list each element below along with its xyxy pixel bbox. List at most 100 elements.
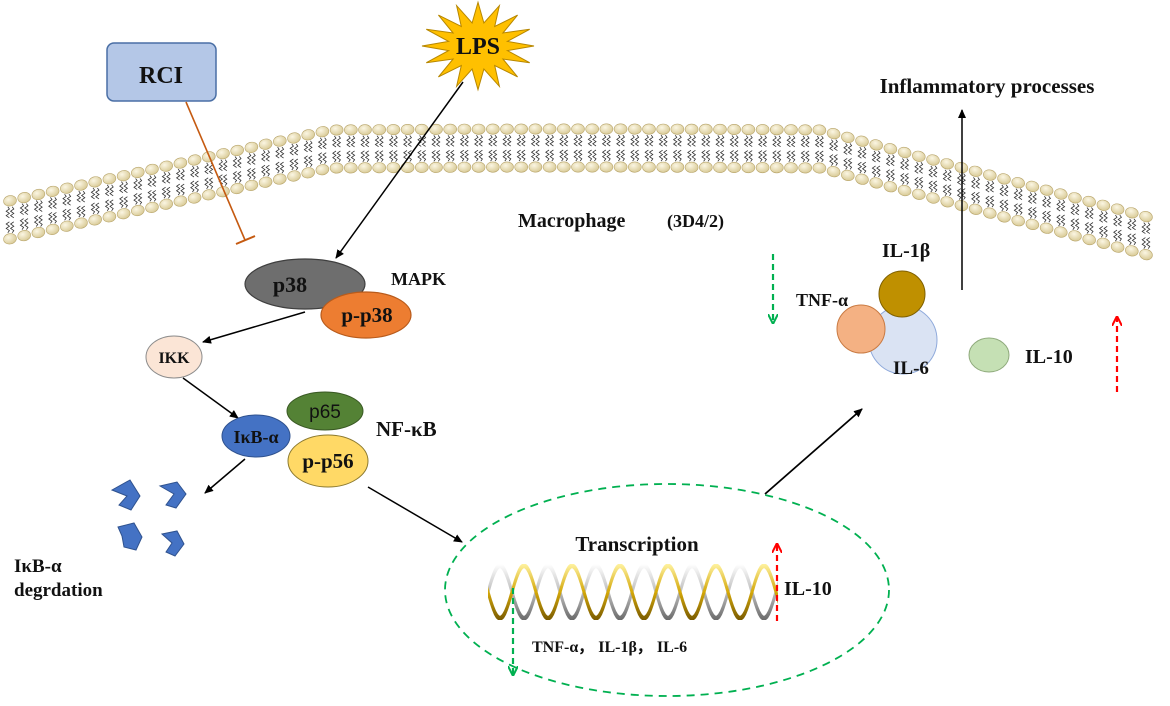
lipid-head <box>514 123 529 135</box>
lipid-tail <box>445 149 451 162</box>
lipid-tail <box>1098 225 1104 238</box>
lipid-tail <box>999 184 1005 197</box>
lipid-tail <box>293 158 299 171</box>
lipid-tail <box>317 137 323 150</box>
lipid-head <box>940 196 954 208</box>
lipid-tail <box>691 135 697 147</box>
lipid-tail <box>687 135 692 147</box>
lipid-head <box>642 123 656 135</box>
lipid-tail <box>833 139 839 151</box>
lipid-head <box>784 162 798 174</box>
lipid-tail <box>1074 203 1080 216</box>
lipid-head <box>926 192 940 204</box>
lipid-tail <box>123 181 129 194</box>
lipid-tail <box>1018 188 1023 201</box>
lipid-tail <box>1113 214 1118 227</box>
lipid-tail <box>762 135 768 147</box>
lipid-tail <box>38 200 43 212</box>
lipid-tail <box>48 212 53 224</box>
lipid-tail <box>885 154 891 167</box>
lipid-tail <box>478 134 484 147</box>
lipid-tail <box>364 150 370 163</box>
lipid-head <box>571 123 585 135</box>
inflammatory-processes-label: Inflammatory processes <box>880 74 1095 98</box>
lipid-head <box>443 123 457 135</box>
lipid-tail <box>715 135 721 147</box>
lipid-head <box>1125 207 1139 219</box>
lipid-tail <box>9 221 15 234</box>
lipid-head <box>102 173 117 185</box>
lipid-tail <box>66 193 72 206</box>
lipid-head <box>17 192 31 204</box>
lipid-tail <box>900 173 905 185</box>
lipid-head <box>897 184 912 197</box>
lipid-head <box>784 124 798 136</box>
lipid-tail <box>445 135 451 147</box>
lipid-head <box>31 226 46 239</box>
lipid-tail <box>829 139 834 151</box>
lipid-tail <box>133 193 138 205</box>
lipid-tail <box>119 196 124 208</box>
lipid-tail <box>658 149 664 162</box>
ikk-label: IKK <box>158 350 190 367</box>
lipid-tail <box>890 169 895 181</box>
lipid-tail <box>843 143 848 155</box>
lipid-head <box>287 170 301 182</box>
lipid-tail <box>237 156 242 168</box>
il6-label: IL-6 <box>893 358 929 379</box>
lps-label: LPS <box>456 34 500 60</box>
lipid-head <box>599 161 614 173</box>
lipid-head <box>755 124 770 136</box>
lipid-head <box>841 169 855 181</box>
il1b-node <box>878 270 926 318</box>
lipid-tail <box>914 176 919 189</box>
lipid-tail <box>530 149 536 162</box>
lipid-head <box>1110 241 1125 253</box>
lipid-head <box>755 162 770 174</box>
lipid-tail <box>379 135 384 148</box>
lipid-head <box>60 220 74 232</box>
ikk-node <box>145 335 203 379</box>
lipid-tail <box>857 146 863 159</box>
lipid-head <box>571 161 585 173</box>
lipid-head <box>1039 222 1054 234</box>
lipid-tail <box>620 149 626 162</box>
lipid-tail <box>985 180 990 193</box>
lipid-tail <box>5 206 11 219</box>
lipid-tail <box>819 150 824 163</box>
lipid-tail <box>932 165 938 178</box>
lipid-tail <box>275 146 280 159</box>
lipid-tail <box>918 162 924 174</box>
lipid-head <box>556 123 571 135</box>
lipid-tail <box>431 150 437 162</box>
lipid-head <box>486 161 500 173</box>
p65-label: p65 <box>309 402 341 423</box>
lipid-tail <box>360 150 366 163</box>
lipid-tail <box>1046 210 1052 223</box>
lipid-tail <box>95 202 100 215</box>
lipid-tail <box>861 146 867 159</box>
lipid-head <box>273 135 287 147</box>
lipid-head <box>386 162 401 174</box>
lipid-head <box>656 161 670 173</box>
lipid-head <box>968 165 983 177</box>
lipid-tail <box>814 150 820 163</box>
lipid-head <box>1125 245 1139 257</box>
lipid-head <box>386 124 401 136</box>
lipid-head <box>116 170 131 182</box>
ikba-node <box>221 414 291 458</box>
lipid-tail <box>885 169 891 181</box>
lipid-tail <box>474 149 479 162</box>
lipid-tail <box>705 135 711 147</box>
lipid-tail <box>403 135 408 147</box>
lipid-tail <box>279 146 285 159</box>
nfkb-to-nucleus-arrow <box>367 486 463 543</box>
dna-strand <box>488 564 778 620</box>
ikba-degradation-arrow <box>204 458 246 494</box>
lipid-head <box>940 158 954 170</box>
lipid-head <box>699 123 713 135</box>
lipid-tail <box>932 180 938 193</box>
lipid-head <box>798 124 812 136</box>
nfkb-label: NF-κB <box>376 417 437 441</box>
inhibition-bar <box>235 235 256 245</box>
